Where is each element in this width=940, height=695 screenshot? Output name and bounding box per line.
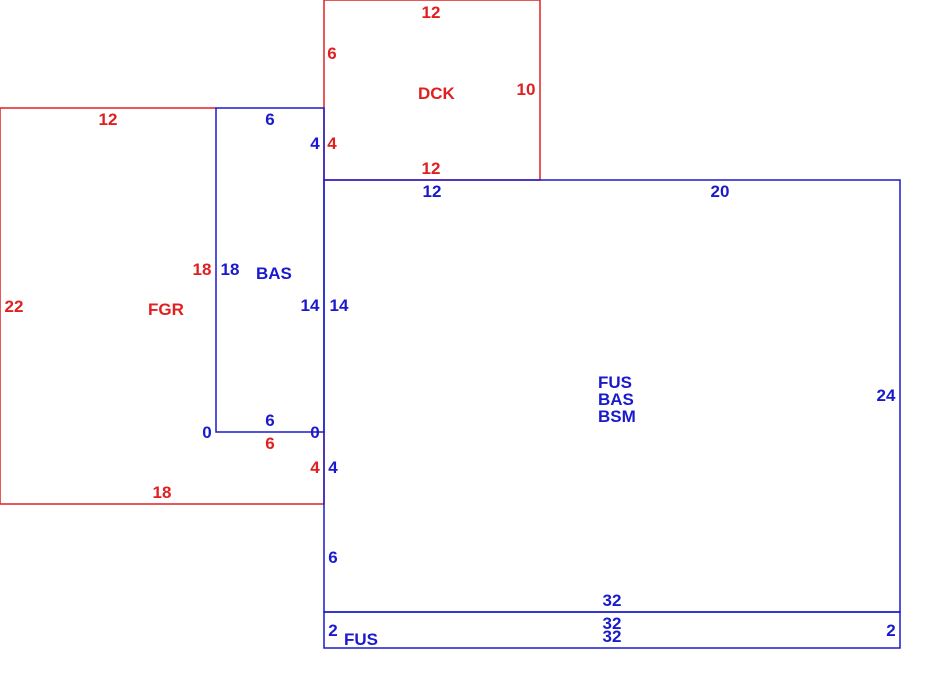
main-right-dimension: 24 <box>877 386 896 405</box>
fgr-bottom-step-dimension: 6 <box>265 434 274 453</box>
bas-left-corner-dimension: 0 <box>202 423 211 442</box>
main-left-bottom-dimension: 6 <box>328 548 337 567</box>
bas-left-dimension: 18 <box>221 260 240 279</box>
fgr-right-dimension: 18 <box>193 260 212 279</box>
fgr-bottom-dimension: 18 <box>153 483 172 502</box>
main-left-dimension: 14 <box>330 296 349 315</box>
strip-right-dimension: 2 <box>886 621 895 640</box>
dck-area-label: DCK <box>418 84 456 103</box>
bottom-strip-area-label: FUS <box>344 630 378 649</box>
fgr-top-dimension: 12 <box>99 110 118 129</box>
bas-left-area-label: BAS <box>256 264 292 283</box>
main-top-left-dimension: 12 <box>423 182 442 201</box>
dck-right-dimension: 10 <box>517 80 536 99</box>
dck-bottom-dimension: 12 <box>422 159 441 178</box>
main-left-lower-dimension: 4 <box>328 458 338 477</box>
bas-bottom-dimension: 6 <box>265 411 274 430</box>
strip-left-dimension: 2 <box>328 621 337 640</box>
main-top-right-dimension: 20 <box>711 182 730 201</box>
main-bottom-dimension: 32 <box>603 591 622 610</box>
dck-top-dimension: 12 <box>422 3 441 22</box>
fgr-right-lower-dimension: 4 <box>310 458 320 477</box>
bas-top-dimension: 6 <box>265 110 274 129</box>
strip-top-dimension: 32 <box>603 614 622 633</box>
bas-right-dimension: 14 <box>301 296 320 315</box>
main-area-label-bas: BAS <box>598 390 634 409</box>
dck-left-dimension: 6 <box>327 44 336 63</box>
fgr-left-dimension: 22 <box>5 297 24 316</box>
fgr-area-label: FGR <box>148 300 184 319</box>
main-area-label-bsm: BSM <box>598 407 636 426</box>
bottom-strip-outline <box>323 611 901 649</box>
bas-right-corner-dimension: 0 <box>310 423 319 442</box>
strip-bottom-dimension: 32 <box>603 627 622 646</box>
bas-right-upper-dimension: 4 <box>310 134 320 153</box>
main-area-label-fus: FUS <box>598 373 632 392</box>
dck-left-lower-dimension: 4 <box>327 134 337 153</box>
